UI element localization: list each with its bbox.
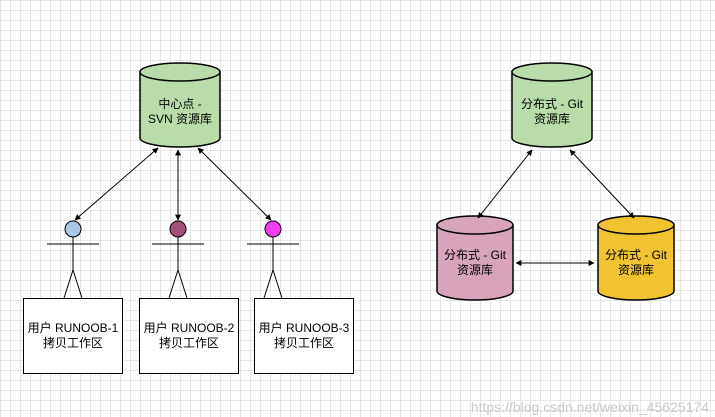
arrow-svn-user1 bbox=[74, 147, 159, 221]
git-left-top bbox=[436, 215, 514, 235]
user-box-3-line2: 拷贝工作区 bbox=[273, 336, 334, 350]
user-head-2 bbox=[169, 220, 187, 238]
git-top-label-line1: 分布式 - Git bbox=[521, 97, 583, 111]
git-top-label-line2: 资源库 bbox=[533, 112, 570, 126]
user-box-2: 用户 RUNOOB-2 拷贝工作区 bbox=[139, 298, 239, 374]
git-left-label-line2: 资源库 bbox=[456, 263, 493, 277]
user-figure-2 bbox=[152, 220, 204, 299]
git-top-label: 分布式 - Git 资源库 bbox=[502, 97, 602, 127]
user-box-3-line1: 用户 RUNOOB-3 bbox=[258, 321, 350, 335]
svn-repo-label-line2: SVN 资源库 bbox=[147, 112, 212, 126]
arrow-svn-user3 bbox=[197, 147, 272, 221]
git-right-label-line2: 资源库 bbox=[617, 263, 654, 277]
git-left-body bbox=[436, 224, 514, 301]
git-top-body bbox=[511, 71, 593, 148]
arrow-gittop-gitright bbox=[569, 149, 635, 219]
user-box-1: 用户 RUNOOB-1 拷贝工作区 bbox=[23, 298, 123, 374]
arrow-gittop-gitleft bbox=[477, 149, 533, 219]
user-head-3 bbox=[264, 220, 282, 238]
git-right-cylinder bbox=[597, 215, 675, 301]
git-right-top bbox=[597, 215, 675, 235]
user-box-1-line2: 拷贝工作区 bbox=[42, 336, 103, 350]
user-figure-1 bbox=[47, 220, 99, 299]
svn-repo-top bbox=[139, 62, 221, 82]
git-left-label: 分布式 - Git 资源库 bbox=[425, 248, 525, 278]
git-right-label: 分布式 - Git 资源库 bbox=[586, 248, 686, 278]
git-right-body bbox=[597, 224, 675, 301]
svn-repo-label-line1: 中心点 - bbox=[158, 97, 202, 111]
git-top-top bbox=[511, 62, 593, 82]
svn-repo-label: 中心点 - SVN 资源库 bbox=[130, 97, 230, 127]
git-right-label-line1: 分布式 - Git bbox=[605, 248, 667, 262]
user-figure-3 bbox=[247, 220, 299, 299]
user-head-1 bbox=[64, 220, 82, 238]
watermark-text: https://blog.csdn.net/weixin_45625174 bbox=[470, 399, 709, 415]
svn-repo-body bbox=[139, 71, 221, 148]
user-box-3: 用户 RUNOOB-3 拷贝工作区 bbox=[254, 298, 354, 374]
git-left-cylinder bbox=[436, 215, 514, 301]
git-top-cylinder bbox=[511, 62, 593, 148]
user-box-2-line2: 拷贝工作区 bbox=[158, 336, 219, 350]
git-left-label-line1: 分布式 - Git bbox=[444, 248, 506, 262]
user-box-2-line1: 用户 RUNOOB-2 bbox=[143, 321, 235, 335]
svn-repo-cylinder bbox=[139, 62, 221, 148]
user-box-1-line1: 用户 RUNOOB-1 bbox=[27, 321, 119, 335]
